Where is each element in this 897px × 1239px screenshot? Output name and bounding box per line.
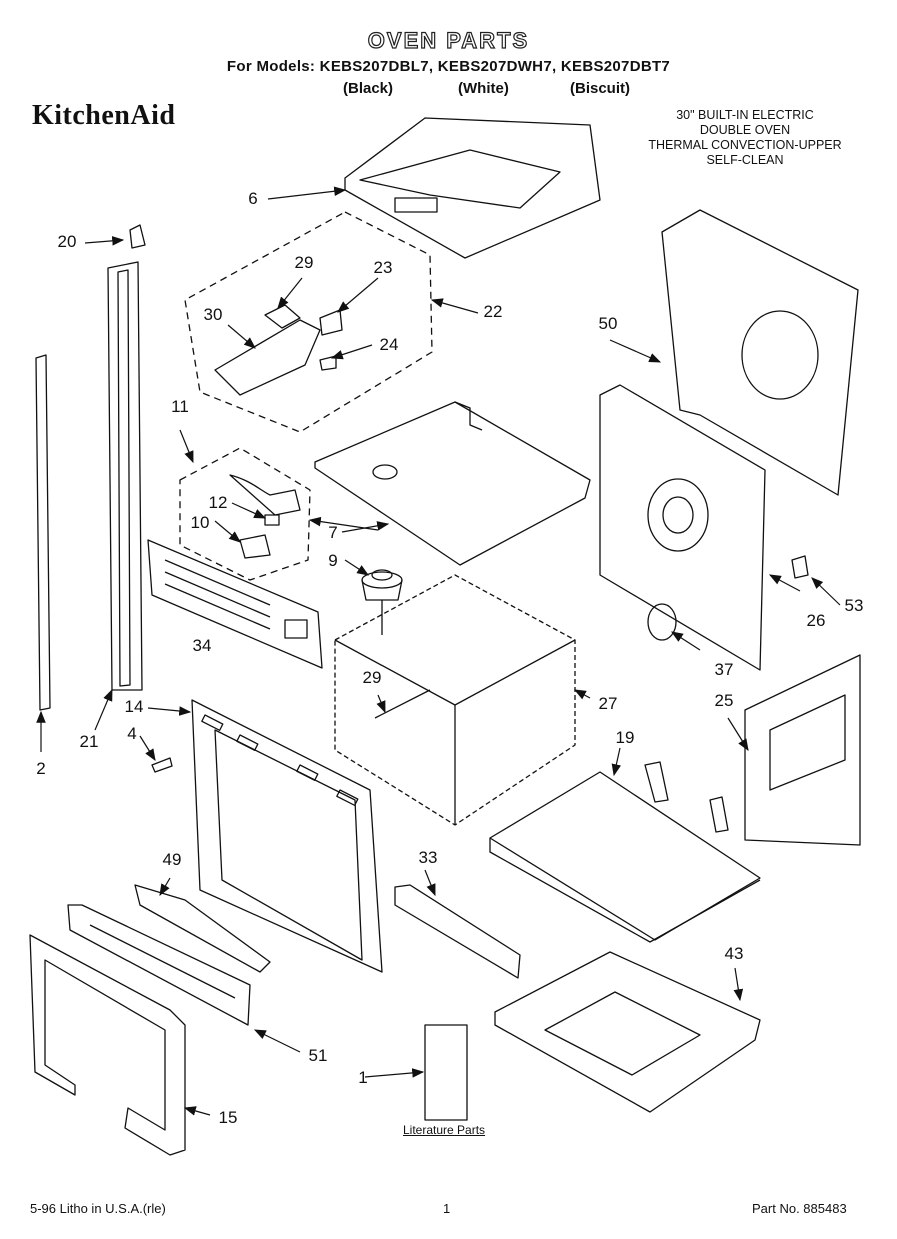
top-cover-part bbox=[344, 117, 601, 259]
callout-14: 14 bbox=[124, 697, 144, 716]
callout-19: 19 bbox=[615, 728, 635, 747]
literature-parts-label: Literature Parts bbox=[403, 1123, 486, 1137]
callout-4: 4 bbox=[127, 724, 137, 743]
side-strip-part bbox=[35, 354, 51, 711]
callout-7: 7 bbox=[328, 523, 338, 542]
callout-37: 37 bbox=[714, 660, 734, 679]
fan-gasket-part bbox=[647, 603, 677, 641]
callout-53: 53 bbox=[844, 596, 864, 615]
callout-6: 6 bbox=[248, 189, 258, 208]
side-panel-part bbox=[744, 654, 861, 846]
callout-12: 12 bbox=[208, 493, 228, 512]
callout-9: 9 bbox=[328, 551, 338, 570]
literature-parts-part bbox=[424, 1024, 468, 1121]
callout-27: 27 bbox=[598, 694, 618, 713]
callout-11: 11 bbox=[171, 397, 189, 416]
callout-10: 10 bbox=[190, 513, 210, 532]
bottom-shield-part bbox=[489, 761, 761, 943]
callout-43: 43 bbox=[724, 944, 744, 963]
callout-15: 15 bbox=[218, 1108, 238, 1127]
callout-30: 30 bbox=[203, 305, 223, 324]
color-biscuit: (Biscuit) bbox=[570, 80, 630, 97]
switch-bracket-part bbox=[214, 304, 343, 396]
element-rod-part bbox=[374, 689, 431, 719]
callout-34: 34 bbox=[192, 636, 212, 655]
screw-part bbox=[151, 757, 173, 773]
kitchenaid-logo: KitchenAid bbox=[32, 100, 176, 131]
callout-22: 22 bbox=[483, 302, 503, 321]
callout-1: 1 bbox=[358, 1068, 368, 1087]
callout-21: 21 bbox=[79, 732, 99, 751]
door-gasket-part bbox=[29, 934, 186, 1156]
callout-20: 20 bbox=[57, 232, 77, 251]
callout-51: 51 bbox=[308, 1046, 328, 1065]
callout-25: 25 bbox=[714, 691, 734, 710]
footer-print-info: 5-96 Litho in U.S.A.(rle) bbox=[30, 1201, 166, 1216]
product-description: 30" BUILT-IN ELECTRIC DOUBLE OVEN THERMA… bbox=[648, 108, 842, 167]
callout-33: 33 bbox=[418, 848, 438, 867]
footer-part-number: Part No. 885483 bbox=[752, 1201, 847, 1216]
lower-trim-part bbox=[134, 884, 271, 973]
oven-top-shield-part bbox=[314, 401, 591, 566]
color-white: (White) bbox=[458, 80, 509, 97]
control-panel-part bbox=[147, 539, 323, 669]
rear-panel-part bbox=[661, 209, 859, 496]
callout-26: 26 bbox=[806, 611, 826, 630]
callout-28: 29 bbox=[294, 253, 314, 272]
trim-clip-part bbox=[129, 224, 146, 249]
callout-29: 29 bbox=[362, 668, 382, 687]
callout-2: 2 bbox=[36, 759, 46, 778]
model-numbers: For Models: KEBS207DBL7, KEBS207DWH7, KE… bbox=[226, 58, 671, 75]
color-black: (Black) bbox=[343, 80, 394, 97]
oven-cavity-part bbox=[334, 574, 576, 826]
bottom-channel-part bbox=[394, 884, 521, 979]
sensor-group-outline bbox=[179, 447, 311, 581]
callout-49: 49 bbox=[162, 850, 182, 869]
convection-baffle-part bbox=[599, 384, 766, 671]
callout-23: 23 bbox=[373, 258, 393, 277]
bottom-tray-part bbox=[494, 951, 761, 1113]
front-frame-part bbox=[191, 699, 383, 973]
vent-trim-part bbox=[67, 904, 251, 1026]
page-title: OVEN PARTS bbox=[367, 27, 530, 53]
side-trim-part bbox=[107, 261, 143, 691]
callout-24: 24 bbox=[379, 335, 399, 354]
callout-50: 50 bbox=[598, 314, 618, 333]
baffle-clip-part bbox=[791, 555, 809, 579]
convection-motor-part bbox=[361, 569, 403, 635]
footer-page-number: 1 bbox=[443, 1201, 451, 1216]
